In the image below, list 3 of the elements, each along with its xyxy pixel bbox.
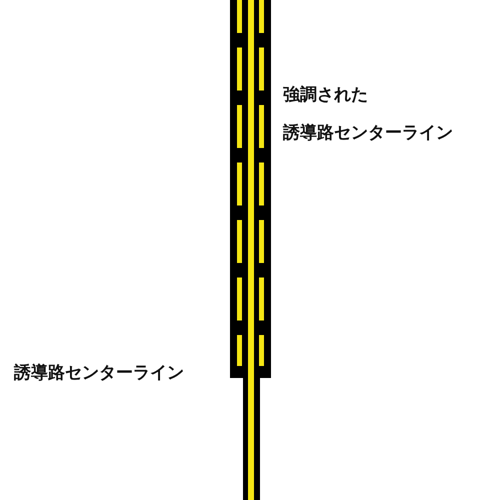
marking-label: 誘導路センターライン: [14, 363, 184, 383]
marking-label: 誘導路センターライン: [283, 123, 453, 143]
marking-label: 強調された: [283, 85, 368, 105]
